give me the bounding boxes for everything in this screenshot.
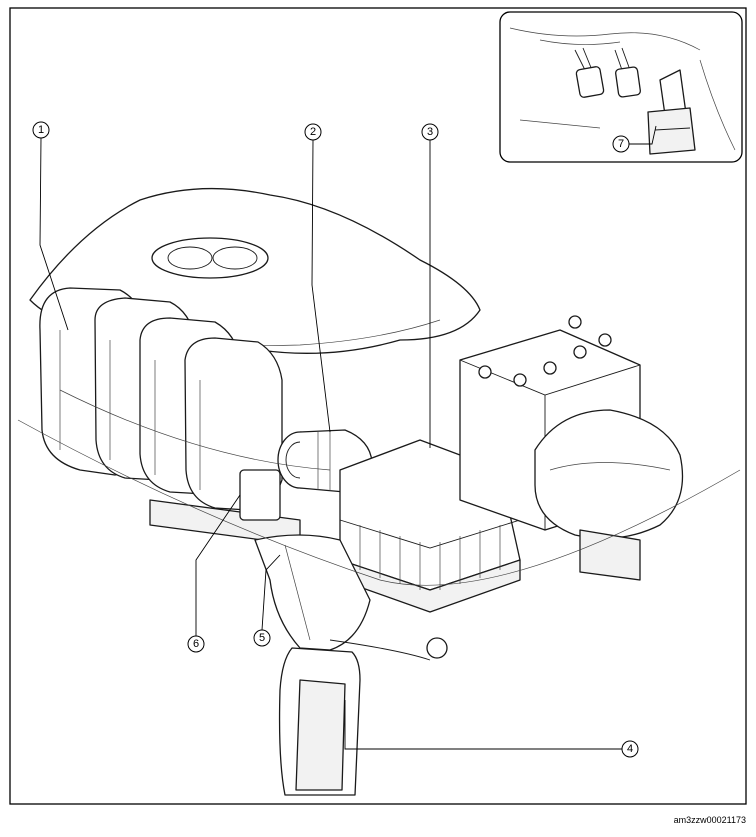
callout-6: 6 [187,635,205,653]
accelerator-pedal-icon [647,69,696,155]
fresh-air-duct [254,534,371,651]
callout-5-label: 5 [259,632,265,644]
callout-3-label: 3 [427,126,433,138]
clutch-pedal-icon [614,47,641,98]
callout-1: 1 [32,121,50,139]
throttle-body [239,429,373,521]
callout-6-label: 6 [193,638,199,650]
leader-line-1 [39,137,69,331]
callout-2: 2 [304,123,322,141]
pedal-inset [499,11,743,163]
callout-4: 4 [621,740,639,758]
outer-frame [9,7,747,805]
callout-7: 7 [612,135,630,153]
callout-3: 3 [421,123,439,141]
fuse-box [534,409,684,581]
leader-line-4 [344,700,622,750]
brake-pedal-icon [574,47,605,98]
callout-7-label: 7 [618,138,624,150]
callout-5: 5 [253,629,271,647]
callout-4-label: 4 [627,743,633,755]
leader-line-6 [195,494,241,636]
figure-code: am3zzw00021173 [674,815,746,825]
callout-1-label: 1 [38,124,44,136]
callout-2-label: 2 [310,126,316,138]
leader-line-5 [261,554,281,631]
leader-line-2 [311,139,331,433]
resonator [278,639,431,796]
leader-line-7 [629,125,657,145]
